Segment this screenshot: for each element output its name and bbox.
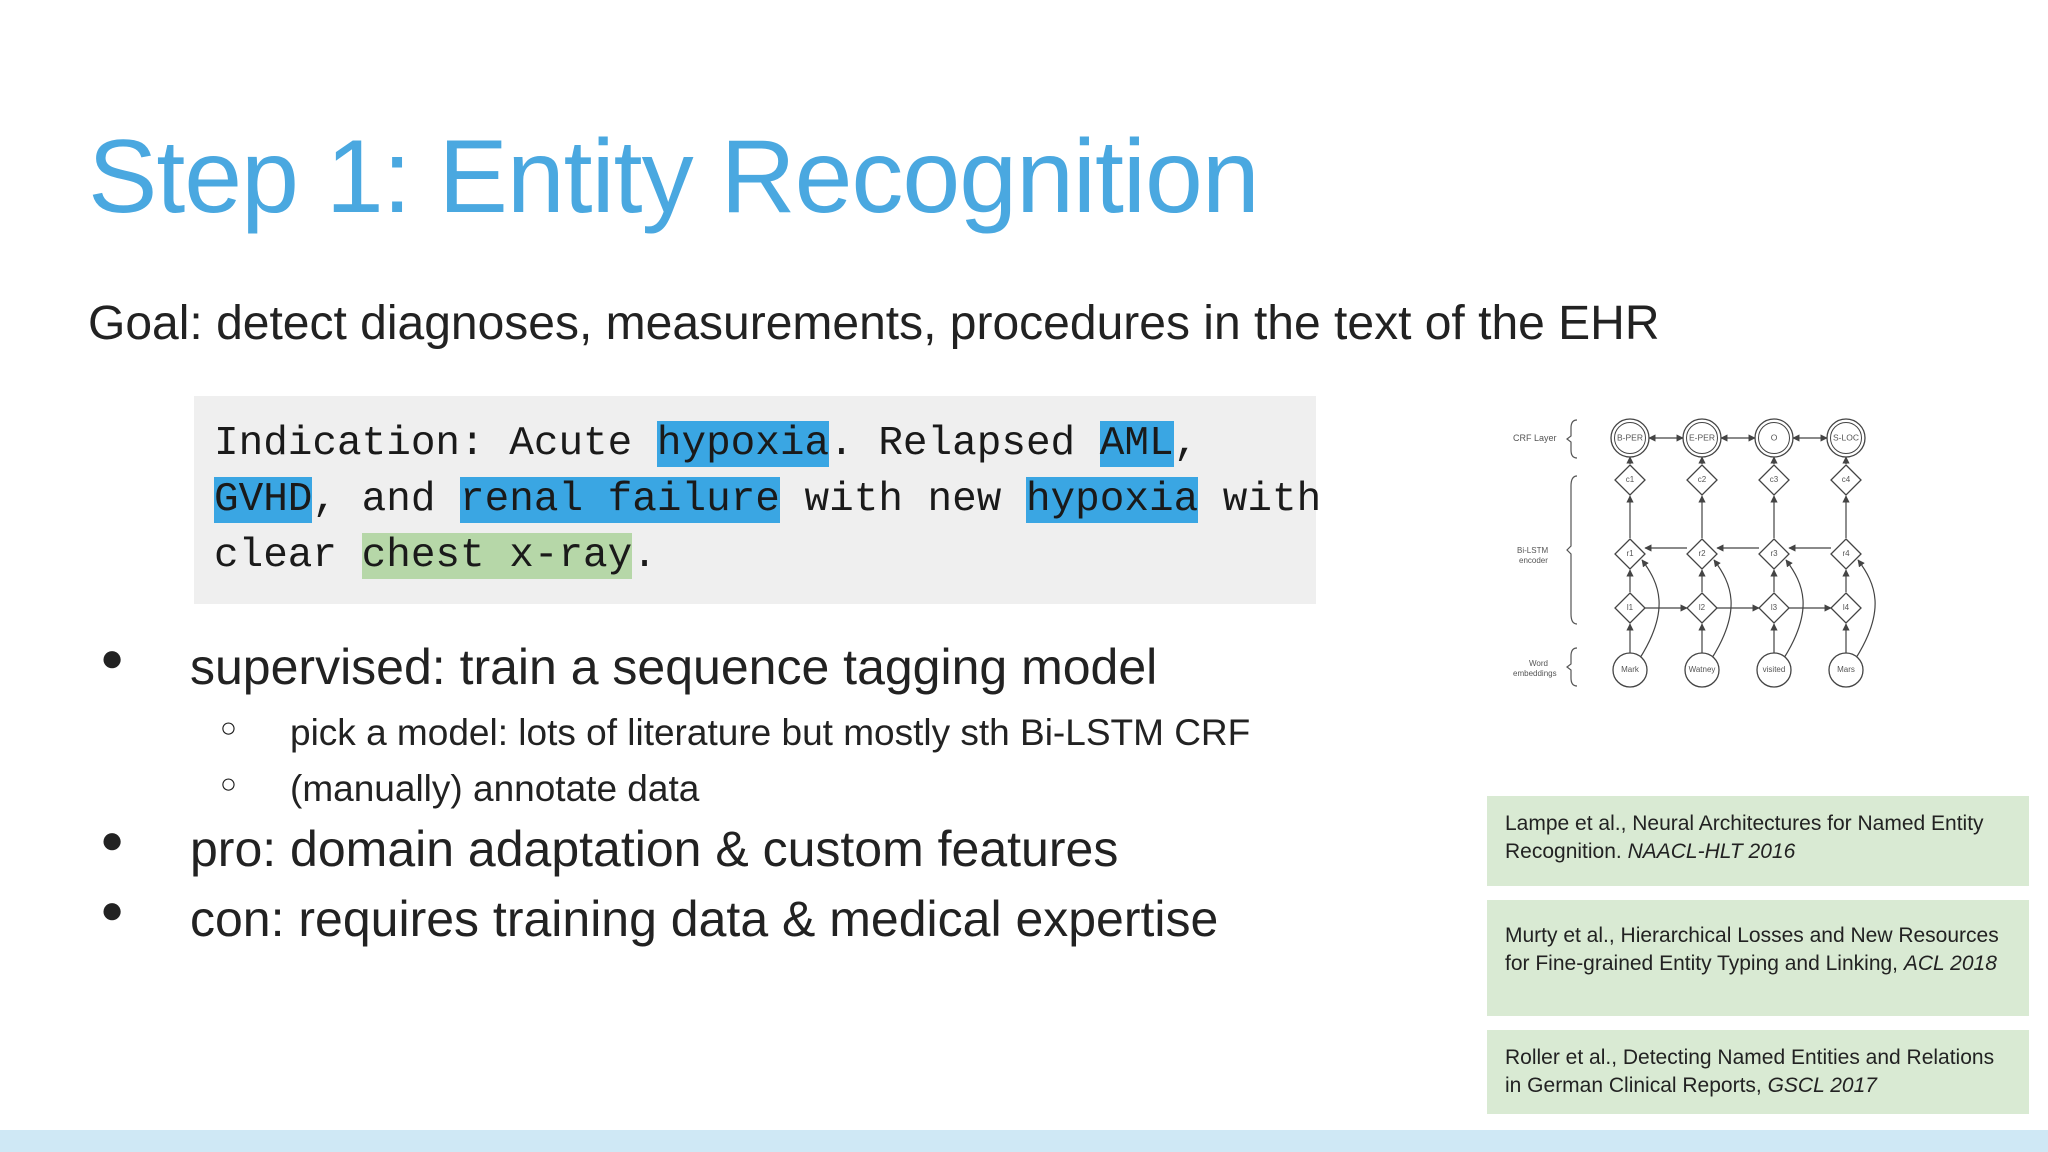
code-text: , <box>1173 421 1199 467</box>
r-node-label: r4 <box>1842 549 1850 558</box>
crf-tag-node <box>1826 418 1866 458</box>
reference-text: Roller et al., Detecting Named Entities … <box>1505 1046 1995 1097</box>
entity-highlight: AML <box>1099 421 1174 467</box>
l-node-label: l2 <box>1699 603 1706 612</box>
crf-tag-label: B-PER <box>1617 432 1643 442</box>
c-node <box>1686 464 1718 496</box>
r-node-label: r1 <box>1626 549 1634 558</box>
l-node-label: l4 <box>1843 603 1850 612</box>
l-node <box>1758 592 1790 624</box>
entity-highlight: hypoxia <box>1025 477 1199 523</box>
sub-bullet-icon: ○ <box>220 768 237 799</box>
reference-roller: Roller et al., Detecting Named Entities … <box>1487 1030 2029 1114</box>
c-node-label: c3 <box>1770 475 1779 484</box>
bullet-icon: ● <box>100 636 125 680</box>
word-node <box>1756 652 1792 688</box>
bullet-text: con: requires training data & medical ex… <box>190 891 1219 947</box>
code-line-3: clear chest x-ray. <box>214 528 1296 584</box>
c-node <box>1830 464 1862 496</box>
c-node-label: c2 <box>1698 475 1707 484</box>
r-node <box>1758 538 1790 570</box>
c-node-label: c4 <box>1842 475 1851 484</box>
reference-murty: Murty et al., Hierarchical Losses and Ne… <box>1487 900 2029 1016</box>
slide-title: Step 1: Entity Recognition <box>88 119 1260 235</box>
encoder-label: encoder <box>1519 556 1548 565</box>
l-node <box>1614 592 1646 624</box>
crf-tag-node <box>1682 418 1722 458</box>
entity-highlight: GVHD <box>214 477 313 523</box>
c-node <box>1614 464 1646 496</box>
r-node <box>1686 538 1718 570</box>
code-text: , and <box>312 477 461 523</box>
code-text: Indication: Acute <box>214 421 657 467</box>
code-line-1: Indication: Acute hypoxia. Relapsed AML, <box>214 416 1296 472</box>
word-brace <box>1566 647 1578 687</box>
bullet-icon: ● <box>100 818 125 862</box>
word-label: Mark <box>1621 665 1640 674</box>
entity-highlight: hypoxia <box>656 421 830 467</box>
reference-lampe: Lampe et al., Neural Architectures for N… <box>1487 796 2029 886</box>
word-node <box>1828 652 1864 688</box>
goal-text: Goal: detect diagnoses, measurements, pr… <box>88 297 1660 350</box>
clinical-note-example: Indication: Acute hypoxia. Relapsed AML,… <box>194 396 1321 604</box>
word-label: Mars <box>1837 665 1855 674</box>
bilstm-brace <box>1566 475 1578 625</box>
entity-highlight-green: chest x-ray <box>361 533 633 579</box>
c-node <box>1758 464 1790 496</box>
l-node <box>1686 592 1718 624</box>
edge-curve <box>1855 559 1876 659</box>
code-text: with new <box>779 477 1026 523</box>
bullet-icon: ● <box>100 888 125 932</box>
crf-tag-node <box>1754 418 1794 458</box>
bilstm-crf-diagram: CRF Layer Bi-LSTM encoder Word embedding… <box>1513 418 1876 688</box>
word-label: visited <box>1763 665 1786 674</box>
footer-bar <box>0 1130 2048 1152</box>
crf-tag-label: O <box>1771 432 1778 442</box>
word-node <box>1684 652 1720 688</box>
sub-bullet-text: (manually) annotate data <box>290 768 700 809</box>
crf-tag-node-inner <box>1614 422 1646 454</box>
crf-tag-node <box>1610 418 1650 458</box>
l-node <box>1830 592 1862 624</box>
word-node <box>1612 652 1648 688</box>
sub-bullet-icon: ○ <box>220 712 237 743</box>
edge-curve <box>1639 559 1660 659</box>
entity-highlight: renal failure <box>460 477 780 523</box>
word-label: Watney <box>1689 665 1716 674</box>
l-node-label: l3 <box>1771 603 1778 612</box>
sub-bullet-text: pick a model: lots of literature but mos… <box>290 712 1251 753</box>
l-node-label: l1 <box>1627 603 1634 612</box>
bilstm-label: Bi-LSTM <box>1517 546 1548 555</box>
reference-venue: GSCL 2017 <box>1767 1074 1877 1097</box>
r-node-label: r3 <box>1770 549 1778 558</box>
crf-tag-label: E-PER <box>1689 432 1715 442</box>
edge-curve <box>1783 559 1804 659</box>
code-text: with <box>1198 477 1322 523</box>
reference-text: Murty et al., Hierarchical Losses and Ne… <box>1505 924 1999 975</box>
edge-curve <box>1711 559 1732 659</box>
reference-venue: ACL 2018 <box>1903 952 1997 975</box>
crf-tag-label: S-LOC <box>1833 432 1859 442</box>
crf-layer-label: CRF Layer <box>1513 433 1557 443</box>
r-node <box>1614 538 1646 570</box>
embeddings-label: embeddings <box>1513 669 1557 678</box>
code-text: clear <box>214 533 362 579</box>
crf-tag-node-inner <box>1830 422 1862 454</box>
r-node <box>1830 538 1862 570</box>
r-node-label: r2 <box>1698 549 1706 558</box>
reference-text: Lampe et al., Neural Architectures for N… <box>1505 812 1984 863</box>
crf-brace <box>1566 419 1578 459</box>
crf-tag-node-inner <box>1686 422 1718 454</box>
bullet-text: supervised: train a sequence tagging mod… <box>190 639 1158 695</box>
code-line-2: GVHD, and renal failure with new hypoxia… <box>214 472 1321 528</box>
reference-venue: NAACL-HLT 2016 <box>1627 840 1796 863</box>
c-node-label: c1 <box>1626 475 1635 484</box>
word-label: Word <box>1529 659 1548 668</box>
code-text: . <box>632 533 657 579</box>
crf-tag-node-inner <box>1758 422 1790 454</box>
bullet-text: pro: domain adaptation & custom features <box>190 821 1119 877</box>
code-text: . Relapsed <box>829 421 1100 467</box>
